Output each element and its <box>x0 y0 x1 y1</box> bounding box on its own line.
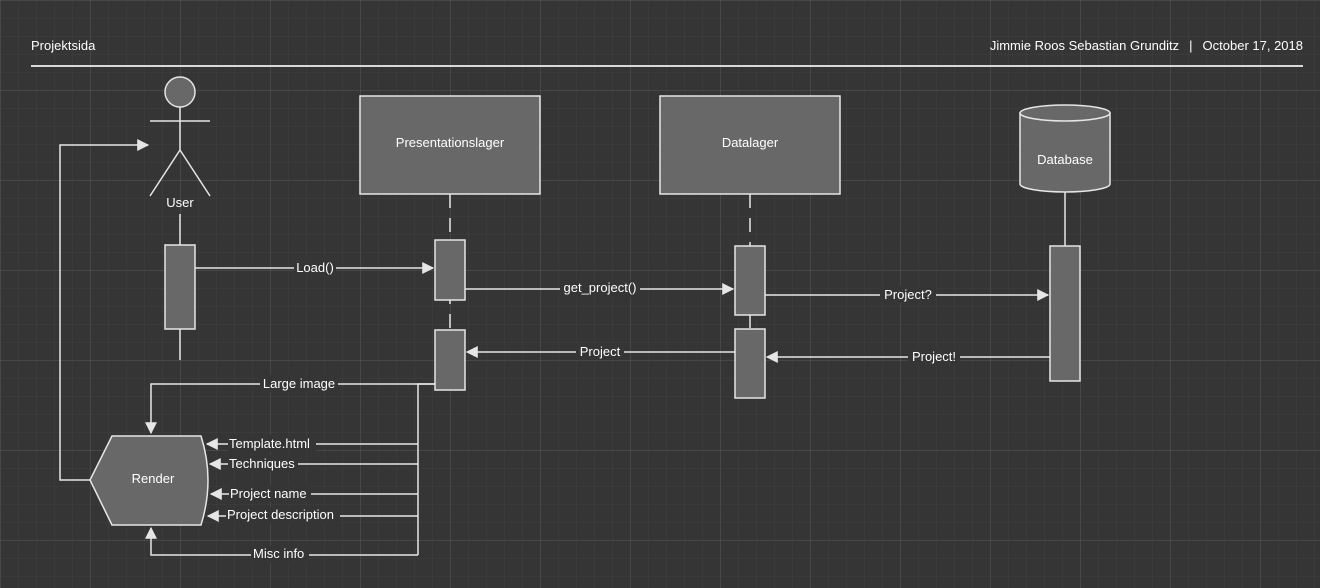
misc-info-arrow <box>145 526 418 556</box>
large-image-label: Large image <box>263 376 335 391</box>
project-name-label: Project name <box>230 486 307 501</box>
datalager-box <box>659 95 841 195</box>
datalager-activation-2 <box>734 328 766 399</box>
get-project-label: get_project() <box>564 280 637 295</box>
header-authors: Jimmie Roos Sebastian Grunditz <box>990 38 1179 53</box>
template-label: Template.html <box>229 436 310 451</box>
presentation-label: Presentationslager <box>396 135 505 150</box>
presentation-activation-2 <box>434 329 466 391</box>
misc-info-label: Misc info <box>253 546 304 561</box>
load-label: Load() <box>296 260 334 275</box>
page-title: Projektsida <box>31 38 96 53</box>
presentation-box <box>359 95 541 195</box>
user-head <box>164 76 196 108</box>
database-activation <box>1049 245 1081 382</box>
header-separator: | <box>1189 38 1192 53</box>
render-shape <box>89 435 209 526</box>
render-to-user-arrow <box>59 139 150 481</box>
datalager-activation-1 <box>734 245 766 316</box>
render-label: Render <box>132 471 175 486</box>
project-query-label: Project? <box>884 287 932 302</box>
header-meta: Jimmie Roos Sebastian Grunditz | October 1… <box>990 38 1303 53</box>
techniques-label: Techniques <box>229 456 295 471</box>
user-actor <box>149 76 211 197</box>
datalager-label: Datalager <box>722 135 779 150</box>
user-label: User <box>166 195 194 210</box>
user-activation <box>164 244 196 330</box>
presentation-activation-1 <box>434 239 466 301</box>
project-reply-db-label: Project! <box>912 349 956 364</box>
project-reply-label: Project <box>580 344 621 359</box>
large-image-arrow <box>145 383 435 435</box>
database-cylinder <box>1019 104 1111 193</box>
bundle-trunk <box>417 383 435 555</box>
database-label: Database <box>1037 152 1093 167</box>
header-date: October 17, 2018 <box>1203 38 1303 53</box>
project-description-label: Project description <box>227 507 334 522</box>
